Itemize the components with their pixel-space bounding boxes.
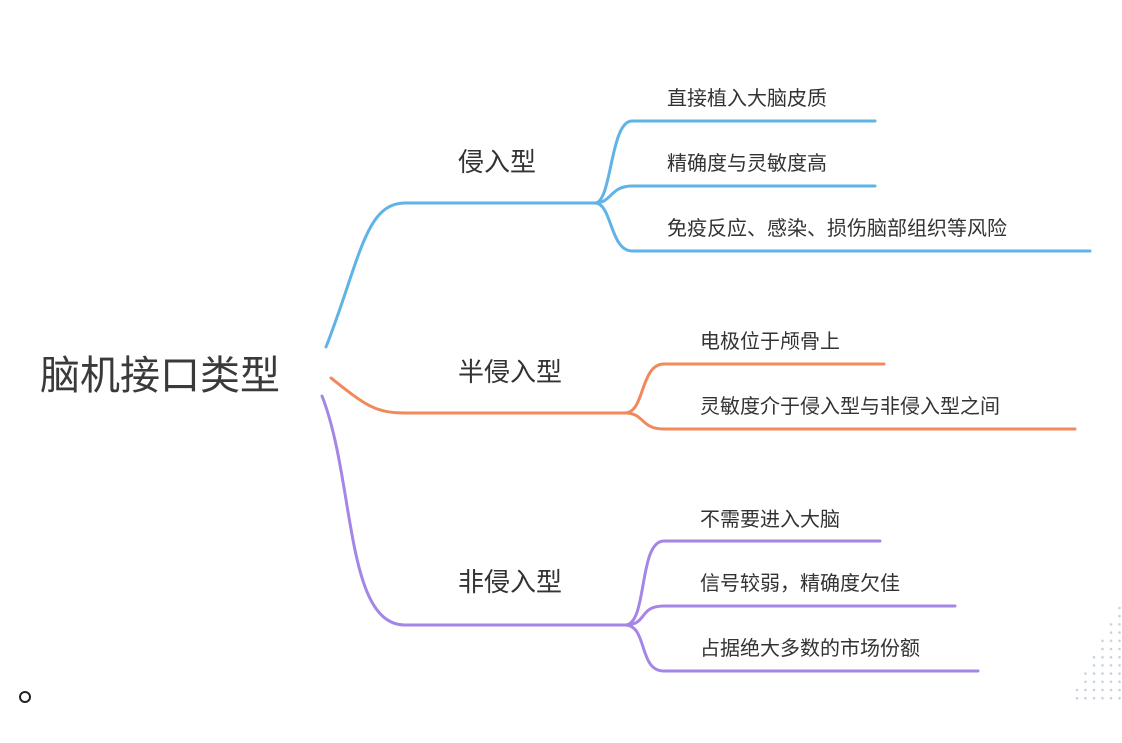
- leaf-item: 免疫反应、感染、损伤脑部组织等风险: [667, 216, 1007, 240]
- leaf-item: 信号较弱，精确度欠佳: [700, 571, 900, 595]
- pattern-dot: [1109, 696, 1113, 700]
- pattern-dot: [1118, 631, 1121, 634]
- branch-invasive: 侵入型: [458, 148, 537, 178]
- pattern-dot: [1118, 647, 1121, 651]
- pattern-dot: [1118, 672, 1121, 675]
- branch-semi-invasive: 半侵入型: [458, 358, 563, 388]
- pattern-dot: [1084, 680, 1087, 684]
- pattern-dot: [1101, 696, 1104, 700]
- pattern-dot: [1101, 639, 1104, 643]
- pattern-dot: [1101, 655, 1104, 659]
- pattern-dot: [1101, 672, 1104, 675]
- pattern-dot: [1092, 696, 1096, 700]
- pattern-dot: [1092, 664, 1096, 667]
- pattern-dot: [1109, 655, 1113, 659]
- pattern-dot: [1092, 680, 1096, 684]
- pattern-dot: [1075, 688, 1079, 692]
- pattern-dot: [1092, 688, 1096, 692]
- pattern-dot: [1109, 639, 1113, 643]
- root-topic: 脑机接口类型: [40, 353, 280, 399]
- pattern-dot: [1092, 672, 1096, 675]
- pattern-dot: [1101, 647, 1104, 651]
- pattern-dot: [1092, 655, 1096, 659]
- non-invasive-connectors: [320, 394, 980, 673]
- pattern-dot: [1084, 688, 1087, 692]
- pattern-dot: [1084, 696, 1087, 700]
- leaf-item: 电极位于颅骨上: [700, 329, 840, 353]
- pattern-dot: [1075, 696, 1079, 700]
- pattern-dot: [1109, 647, 1113, 651]
- branch-non-invasive: 非侵入型: [458, 568, 563, 598]
- dot-pattern: [1075, 606, 1121, 700]
- pattern-dot: [1109, 688, 1113, 692]
- pattern-dot: [1118, 606, 1121, 610]
- pattern-dot: [1101, 680, 1104, 684]
- pattern-dot: [1084, 672, 1087, 675]
- pattern-dot: [1118, 614, 1121, 618]
- pattern-dot: [1109, 623, 1113, 626]
- pattern-dot: [1118, 688, 1121, 692]
- pattern-dot: [1118, 639, 1121, 643]
- leaf-item: 占据绝大多数的市场份额: [700, 636, 920, 660]
- leaf-item: 精确度与灵敏度高: [667, 151, 827, 175]
- pattern-dot: [1109, 664, 1113, 667]
- pattern-dot: [1118, 623, 1121, 626]
- pattern-dot: [1118, 664, 1121, 667]
- invasive-connectors: [324, 119, 1092, 349]
- pattern-dot: [1118, 655, 1121, 659]
- pattern-dot: [1118, 696, 1121, 700]
- bullet-circle-icon: [19, 691, 31, 703]
- pattern-dot: [1101, 664, 1104, 667]
- leaf-item: 直接植入大脑皮质: [667, 86, 827, 110]
- leaf-item: 不需要进入大脑: [700, 507, 840, 531]
- pattern-dot: [1118, 680, 1121, 684]
- semi-invasive-connectors: [329, 362, 1077, 431]
- pattern-dot: [1109, 672, 1113, 675]
- pattern-dot: [1109, 680, 1113, 684]
- pattern-dot: [1109, 631, 1113, 634]
- pattern-dot: [1101, 688, 1104, 692]
- leaf-item: 灵敏度介于侵入型与非侵入型之间: [700, 394, 1000, 418]
